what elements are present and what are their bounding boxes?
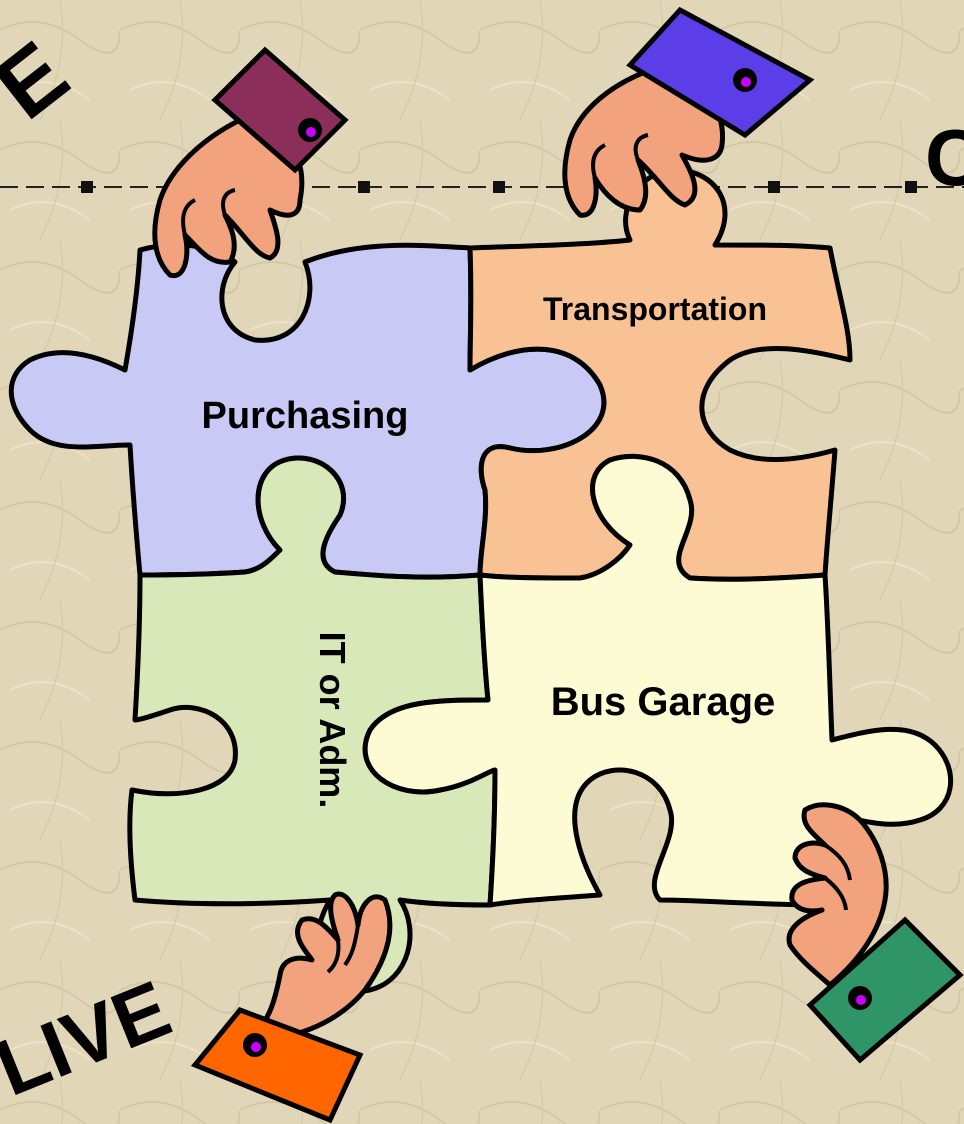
label-it-adm: IT or Adm. bbox=[312, 632, 353, 809]
corner-text-top-right: C bbox=[925, 113, 964, 202]
label-purchasing: Purchasing bbox=[202, 395, 409, 437]
label-bus-garage: Bus Garage bbox=[551, 680, 776, 724]
label-transportation: Transportation bbox=[543, 291, 767, 327]
